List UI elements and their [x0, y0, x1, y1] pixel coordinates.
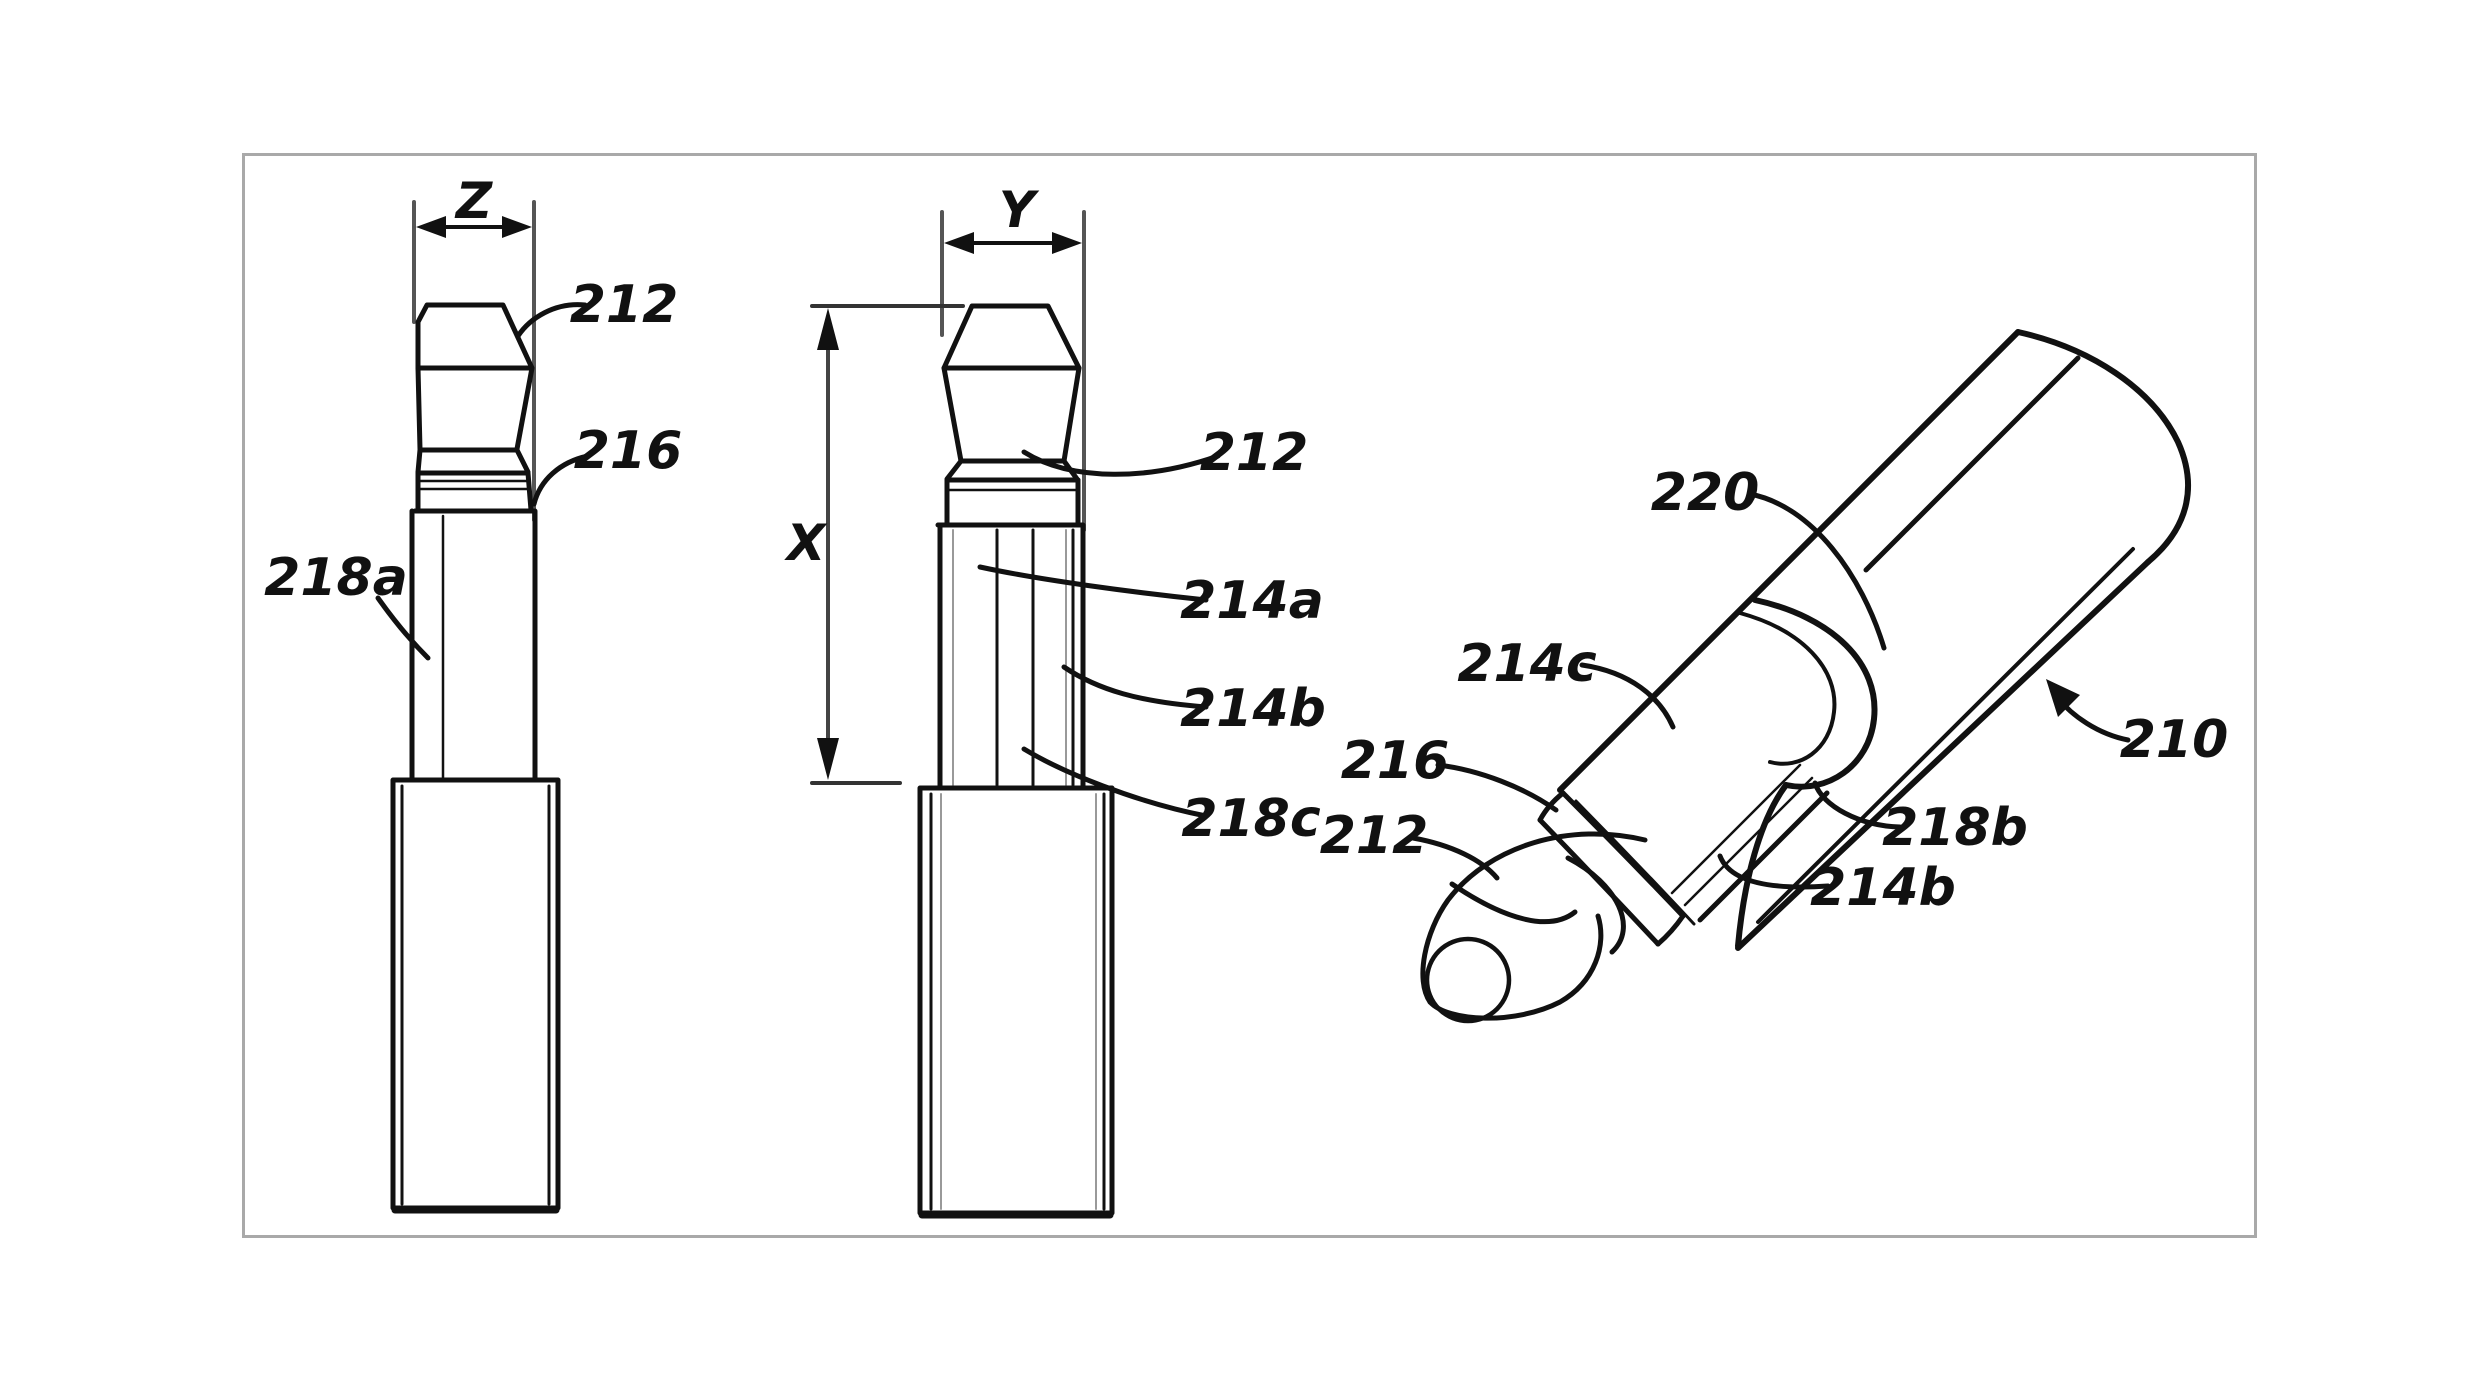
- front-ring-band: [935, 477, 1085, 528]
- persp-label-216: 216: [1341, 731, 1450, 791]
- persp-label-214b: 214b: [1810, 858, 1956, 918]
- persp-label-214c: 214c: [1457, 634, 1597, 694]
- dimension-z-arrowheads: [416, 216, 532, 238]
- side-212-leader: [515, 302, 588, 339]
- persp-label-220: 220: [1651, 463, 1760, 523]
- front-view: Y X 212 214a 214b 218c: [784, 181, 1326, 1219]
- persp-label-212: 212: [1320, 806, 1429, 866]
- persp-barrel: [1557, 329, 2191, 951]
- persp-212-leader: [1410, 835, 1500, 881]
- side-ring-band: [412, 470, 536, 514]
- dimension-z: [412, 200, 536, 522]
- front-214b-leader: [1061, 664, 1209, 710]
- dimension-y-label: Y: [999, 181, 1040, 239]
- persp-218b-leader: [1812, 780, 1903, 830]
- persp-214b-leader: [1717, 853, 1831, 890]
- side-plug-tip: [415, 302, 535, 476]
- side-label-212: 212: [570, 275, 679, 335]
- persp-collar-ring: [1537, 790, 1696, 947]
- dimension-y: [940, 210, 1086, 532]
- front-212-leader: [1021, 449, 1221, 477]
- persp-plug-tip: [1420, 831, 1648, 1024]
- front-214a-leader: [977, 564, 1209, 603]
- figure-frame: [242, 153, 2257, 1238]
- dimension-z-label: Z: [454, 172, 494, 230]
- side-label-216: 216: [574, 421, 683, 481]
- front-shaft: [937, 522, 1086, 791]
- side-label-218a: 218a: [264, 548, 408, 608]
- persp-210-arrow: [2046, 679, 2131, 743]
- persp-214c-leader: [1579, 662, 1676, 730]
- dimension-y-arrowheads: [944, 232, 1082, 254]
- persp-tip-highlight: [1424, 936, 1512, 1024]
- side-view: Z 212 216 218a: [264, 172, 683, 1214]
- persp-216-leader: [1435, 762, 1559, 813]
- persp-shaft: [1670, 763, 1830, 923]
- front-label-214a: 214a: [1180, 571, 1324, 631]
- persp-220-leader: [1747, 491, 1887, 651]
- front-label-214b: 214b: [1180, 679, 1326, 739]
- persp-barrel-opening: [1735, 597, 1878, 949]
- persp-label-210: 210: [2120, 710, 2229, 770]
- front-barrel: [917, 785, 1115, 1219]
- side-shaft: [409, 508, 538, 783]
- side-216-leader: [531, 453, 591, 507]
- dimension-x-label: X: [784, 514, 828, 572]
- front-plug-tip: [941, 303, 1082, 483]
- side-218a-leader: [375, 595, 431, 661]
- persp-label-218b: 218b: [1882, 798, 2028, 858]
- front-218c-leader: [1021, 746, 1209, 819]
- front-label-218c: 218c: [1181, 789, 1321, 849]
- side-barrel: [390, 777, 561, 1214]
- perspective-view: 220 214c 216 212 218b 214b 210: [1320, 329, 2229, 1024]
- front-label-212: 212: [1200, 423, 1309, 483]
- dimension-x: [810, 304, 965, 785]
